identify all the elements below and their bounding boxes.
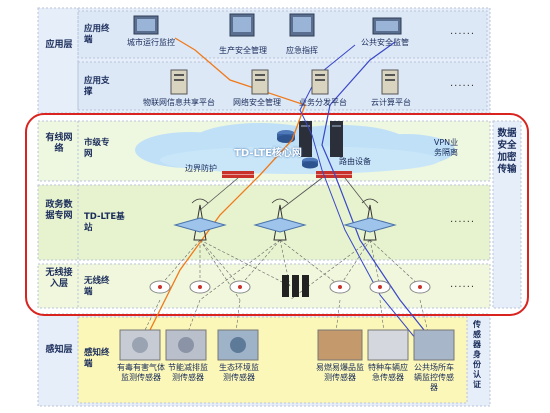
core-network-cloud xyxy=(135,123,455,174)
radio-handset-icon xyxy=(282,275,309,297)
base-station-icon xyxy=(173,198,227,241)
app-ellipsis: ...... xyxy=(450,26,476,37)
monitor-icon xyxy=(229,13,255,37)
server-icon xyxy=(170,69,188,95)
boundary-firewall-left xyxy=(222,171,254,178)
sensor-photo xyxy=(119,329,161,361)
app-item-label: 公共安全监管 xyxy=(361,38,409,47)
layer-label-app: 应用层 xyxy=(45,40,73,50)
layer-label-perception: 感知层 xyxy=(45,345,73,355)
layer-label-wireless: 无线接入层 xyxy=(45,268,73,289)
sensor-label: 节能减排监测传感器 xyxy=(168,363,208,382)
core-router-icon xyxy=(277,130,295,143)
support-item-label: 物联网信息共享平台 xyxy=(143,98,215,107)
wireless-terminal-icon xyxy=(189,280,211,294)
server-icon xyxy=(381,69,399,95)
app-item-label: 应急指挥 xyxy=(286,46,318,55)
monitor-icon xyxy=(133,15,159,35)
support-item-label: 网络安全管理 xyxy=(233,98,281,107)
sensor-label: 生态环境监测传感器 xyxy=(219,363,259,382)
monitor-icon xyxy=(372,17,402,35)
network-emphasis-frame xyxy=(25,113,529,316)
orange-data-path xyxy=(139,37,306,351)
sensor-label: 公共场所车辆监控传感器 xyxy=(414,363,454,392)
sensor-label: 易燃易爆品监测传感器 xyxy=(316,363,364,382)
router-label: 路由设备 xyxy=(339,157,371,166)
sublabel-tdlte-bs: TD-LTE基站 xyxy=(84,212,125,233)
sensor-photo xyxy=(367,329,409,361)
core-title: TD-LTE核心网 xyxy=(234,148,302,159)
security-column xyxy=(492,120,522,309)
core-bs-links xyxy=(199,177,371,211)
boundary-firewall-right xyxy=(316,171,352,178)
server-icon xyxy=(311,69,329,95)
app-item-label: 城市运行监控 xyxy=(127,38,175,47)
support-ellipsis: ...... xyxy=(450,78,476,89)
wireless-terminal-icon xyxy=(329,280,351,294)
sensor-photo xyxy=(413,329,455,361)
sublabel-sensing-terminal: 感知终端 xyxy=(84,348,110,369)
sensor-photo xyxy=(317,329,363,361)
bs-terminal-links xyxy=(139,239,431,341)
base-station-icon xyxy=(343,198,397,241)
wireless-terminal-icon xyxy=(149,280,171,294)
sublabel-app-terminal: 应用终端 xyxy=(84,24,110,45)
blue-data-path-1 xyxy=(321,41,441,351)
wireless-terminal-icon xyxy=(369,280,391,294)
bs-ellipsis: ...... xyxy=(450,214,476,225)
boundary-label: 边界防护 xyxy=(185,164,217,173)
wireless-terminal-icon xyxy=(229,280,251,294)
sensor-photo xyxy=(165,329,207,361)
layer-label-gov: 政务数据专网 xyxy=(45,200,73,221)
monitor-icon xyxy=(289,13,315,37)
server-icon xyxy=(251,69,269,95)
identity-label: 传感器身份认证 xyxy=(473,320,481,389)
core-server-icon xyxy=(299,121,343,157)
sublabel-app-support: 应用支撑 xyxy=(84,76,110,97)
sublabel-city-net: 市级专网 xyxy=(84,138,110,159)
base-station-icon xyxy=(253,198,307,241)
sensor-label: 特种车辆应急传感器 xyxy=(368,363,408,382)
support-item-label: 业务分发平台 xyxy=(299,98,347,107)
app-item-label: 生产安全管理 xyxy=(219,46,267,55)
sensor-label: 有毒有害气体监测传感器 xyxy=(117,363,165,382)
support-item-label: 云计算平台 xyxy=(371,98,411,107)
wireless-terminal-icon xyxy=(409,280,431,294)
layer-label-wired: 有线网络 xyxy=(45,133,73,154)
sensor-photo xyxy=(217,329,259,361)
app-support-row xyxy=(77,61,488,111)
edge-router-icon xyxy=(302,157,318,169)
vpn-label: VPN业务隔离 xyxy=(433,138,459,157)
security-label: 数据安全加密传输 xyxy=(497,128,517,175)
sublabel-wireless-terminal: 无线终端 xyxy=(84,276,110,297)
wireless-ellipsis: ...... xyxy=(450,279,476,290)
